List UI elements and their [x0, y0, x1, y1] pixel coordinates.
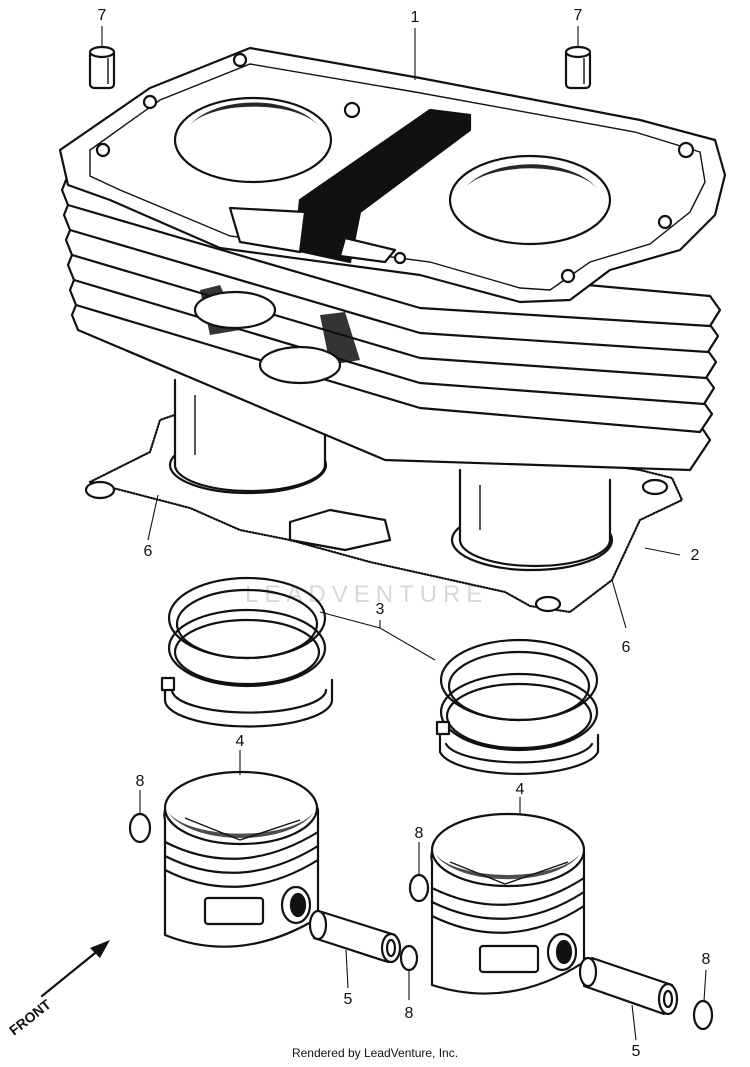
leader-lines — [101, 26, 707, 1041]
dowel-pin-right — [564, 45, 592, 90]
callout-6-left: 6 — [144, 543, 153, 560]
piston-ring-set-left — [160, 576, 334, 728]
callout-8-a: 8 — [136, 773, 145, 790]
render-credit: Rendered by LeadVenture, Inc. — [291, 1046, 459, 1060]
callout-4-right: 4 — [516, 781, 525, 798]
callout-8-b: 8 — [415, 825, 424, 842]
piston-right — [430, 812, 586, 995]
piston-pin-right — [578, 956, 679, 1016]
piston-left — [163, 770, 320, 948]
callout-7-left: 7 — [98, 7, 107, 24]
piston-ring-set-right — [435, 638, 600, 775]
dowel-pin-left — [88, 45, 116, 90]
callout-8-d: 8 — [702, 951, 711, 968]
callout-6-right: 6 — [622, 639, 631, 656]
callout-3: 3 — [376, 601, 385, 618]
front-direction-arrow: FRONT — [6, 940, 110, 1038]
front-label: FRONT — [6, 996, 54, 1039]
callout-2: 2 — [691, 547, 700, 564]
callout-5-right: 5 — [632, 1043, 641, 1060]
callout-4-left: 4 — [236, 733, 245, 750]
callout-labels: 1 2 3 4 4 5 5 6 6 7 7 8 8 8 8 — [98, 7, 711, 1060]
callout-7-right: 7 — [574, 7, 583, 24]
cylinder-block — [58, 46, 727, 568]
callout-5-left: 5 — [344, 991, 353, 1008]
piston-pin-left — [308, 909, 402, 964]
callout-1: 1 — [411, 9, 420, 26]
callout-8-c: 8 — [405, 1005, 414, 1022]
